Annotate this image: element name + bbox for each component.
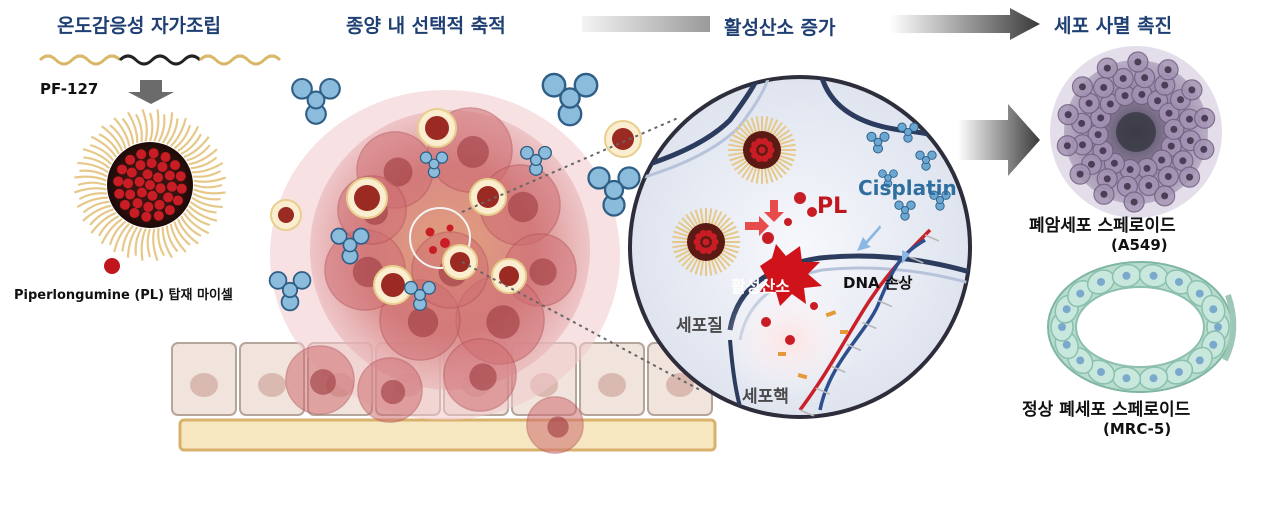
cancer-spheroid <box>1050 46 1222 218</box>
cancer-spheroid-label: 폐암세포 스페로이드 <box>1029 216 1176 236</box>
header-fade-bar <box>582 16 710 32</box>
ros-label: 활성산소 <box>731 277 790 296</box>
zoom-line-bottom <box>461 261 701 391</box>
header-arrow <box>890 8 1040 40</box>
polymer-label: PF-127 <box>40 80 99 98</box>
nucleus-label: 세포핵 <box>742 387 789 407</box>
heading-tumor-accumulation: 종양 내 선택적 축적 <box>346 15 506 37</box>
zoom-region-marker <box>409 207 471 269</box>
zoom-line-top <box>461 117 679 213</box>
normal-cell-line-label: (MRC-5) <box>1103 420 1172 438</box>
outcome-arrow <box>958 104 1040 176</box>
tumor-mass <box>270 90 642 454</box>
zoom-circle <box>628 75 972 419</box>
left-micelle <box>73 108 227 262</box>
pl-label: PL <box>817 194 848 219</box>
heading-apoptosis: 세포 사멸 촉진 <box>1054 15 1173 37</box>
cisplatin-molecules <box>268 72 641 312</box>
polymer-strand-left <box>38 54 122 66</box>
down-arrow-icon <box>128 80 174 104</box>
pl-drug-dot <box>104 258 120 274</box>
polymer-strand-right <box>198 54 282 66</box>
cisplatin-label: Cisplatin <box>858 176 957 200</box>
normal-spheroid-label: 정상 폐세포 스페로이드 <box>1022 400 1191 420</box>
cytoplasm-label: 세포질 <box>676 316 723 336</box>
heading-ros-increase: 활성산소 증가 <box>724 17 836 39</box>
heading-self-assembly: 온도감응성 자가조립 <box>57 15 221 37</box>
micelle-label: Piperlongumine (PL) 탑재 마이셀 <box>14 288 233 303</box>
cancer-cell-line-label: (A549) <box>1111 236 1168 254</box>
normal-spheroid <box>1047 261 1237 393</box>
ros-burst <box>760 244 822 306</box>
polymer-strand-middle <box>118 54 202 66</box>
dna-damage-label: DNA 손상 <box>843 274 913 292</box>
